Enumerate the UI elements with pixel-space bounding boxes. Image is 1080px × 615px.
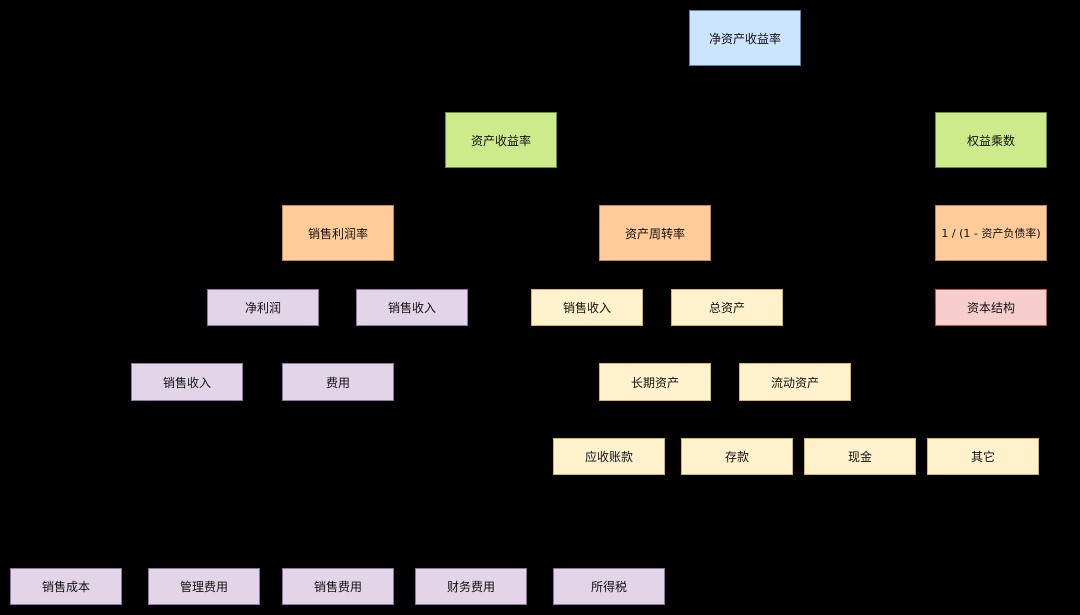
node-sales-revenue-c: 销售收入 — [131, 363, 243, 401]
node-income-tax: 所得税 — [553, 568, 665, 605]
node-admin-expenses: 管理费用 — [148, 568, 260, 605]
node-deposits: 存款 — [681, 438, 793, 475]
node-financial-expenses: 财务费用 — [415, 568, 527, 605]
node-cash: 现金 — [804, 438, 916, 475]
node-inverse-debt-ratio: 1 / (1 - 资产负债率) — [935, 205, 1047, 261]
node-other: 其它 — [927, 438, 1039, 475]
node-long-term-assets: 长期资产 — [599, 363, 711, 401]
node-capital-structure: 资本结构 — [935, 289, 1047, 326]
node-cost-of-sales: 销售成本 — [10, 568, 122, 605]
node-receivables: 应收账款 — [553, 438, 665, 475]
node-sales-revenue-a: 销售收入 — [356, 289, 468, 326]
node-net-profit: 净利润 — [207, 289, 319, 326]
node-roe: 净资产收益率 — [689, 10, 801, 66]
node-profit-margin: 销售利润率 — [282, 205, 394, 261]
node-sales-revenue-b: 销售收入 — [531, 289, 643, 326]
node-selling-expenses: 销售费用 — [282, 568, 394, 605]
node-current-assets: 流动资产 — [739, 363, 851, 401]
node-total-assets: 总资产 — [671, 289, 783, 326]
node-asset-turnover: 资产周转率 — [599, 205, 711, 261]
node-expenses: 费用 — [282, 363, 394, 401]
node-equity-multiplier: 权益乘数 — [935, 112, 1047, 168]
node-roa: 资产收益率 — [445, 112, 557, 168]
